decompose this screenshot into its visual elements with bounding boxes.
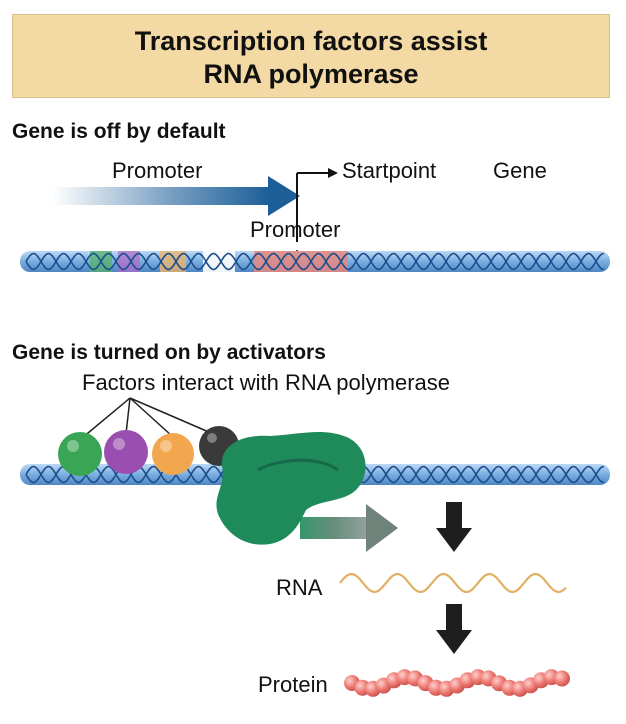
startpoint-label: Startpoint	[342, 158, 437, 183]
factor-connector-lines	[81, 397, 219, 439]
protein-label: Protein	[258, 672, 328, 697]
rna-polymerase	[216, 431, 366, 545]
rna-label: RNA	[276, 575, 323, 600]
title-banner: Transcription factors assist RNA polymer…	[12, 14, 610, 98]
down-arrow-to-rna	[436, 502, 472, 552]
heading-gene-on: Gene is turned on by activators	[12, 341, 326, 364]
factor-purple	[104, 430, 148, 474]
dna-helix-strand	[25, 252, 605, 271]
factors-label: Factors interact with RNA polymerase	[82, 370, 451, 395]
amino-acid-bead	[554, 670, 570, 687]
rna-strand	[339, 572, 567, 594]
transcription-arrow	[300, 504, 398, 552]
factor-orange	[152, 433, 194, 475]
heading-gene-off: Gene is off by default	[12, 120, 226, 143]
protein-chain	[344, 669, 570, 697]
title-line-2: RNA polymerase	[203, 59, 419, 89]
title-line-1: Transcription factors assist	[134, 26, 488, 56]
gene-label: Gene	[493, 158, 547, 183]
dna-helix-strand	[25, 252, 605, 271]
promoter-direction-arrow	[52, 176, 300, 216]
factor-green	[58, 432, 102, 476]
promoter-arrow-label: Promoter	[112, 158, 203, 183]
dna-strand-off	[20, 251, 610, 272]
promoter-region-label: Promoter	[250, 217, 341, 242]
binding-site-white	[203, 251, 235, 272]
startpoint-arrow	[296, 168, 338, 264]
down-arrow-to-protein	[436, 604, 472, 654]
